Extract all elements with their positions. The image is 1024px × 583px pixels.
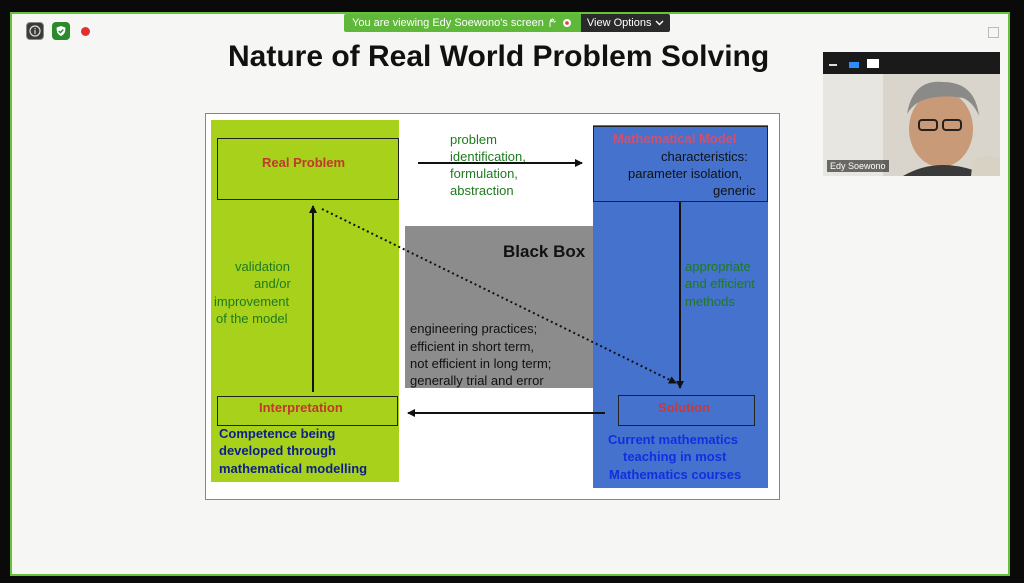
participant-name: Edy Soewono (827, 160, 889, 172)
viewing-message-text: You are viewing Edy Soewono's screen (352, 17, 544, 29)
shield-icon[interactable] (52, 22, 70, 40)
solution-box (618, 395, 755, 426)
methods-label-2: and efficient (685, 276, 755, 291)
chevron-down-icon (655, 20, 664, 26)
viewing-message: You are viewing Edy Soewono's screen (344, 14, 581, 32)
real-problem-box (217, 138, 399, 200)
screen-share-banner: You are viewing Edy Soewono's screen Vie… (344, 14, 671, 32)
solution-label: Solution (658, 400, 710, 415)
arrow-label-2: identification, (450, 149, 526, 164)
window-corner-icon[interactable] (988, 27, 999, 38)
current-math-line-3: Mathematics courses (609, 467, 742, 482)
real-problem-label: Real Problem (262, 155, 346, 170)
eye-icon (562, 19, 571, 27)
slide-title: Nature of Real World Problem Solving (228, 40, 770, 73)
window-icon[interactable] (867, 59, 879, 68)
competence-line-1: Competence being (219, 426, 336, 441)
view-options-label: View Options (586, 17, 652, 29)
minimize-icon[interactable] (829, 64, 837, 66)
arrow-label-1: problem (450, 132, 497, 147)
methods-label-1: appropriate (685, 259, 751, 274)
validation-label-3: improvement (214, 294, 290, 309)
interpretation-box (217, 396, 398, 426)
math-model-desc-3: generic (713, 183, 756, 198)
arrow-label-4: abstraction (450, 183, 514, 198)
math-model-title: Mathematical Model (613, 131, 737, 146)
participant-video[interactable]: Edy Soewono (823, 52, 1000, 176)
validation-label-1: validation (235, 259, 290, 274)
camera-icon[interactable] (849, 62, 859, 68)
validation-label-4: of the model (216, 311, 288, 326)
black-box-desc-2: efficient in short term, (410, 339, 535, 354)
current-math-line-2: teaching in most (623, 449, 727, 464)
validation-label-2: and/or (254, 276, 291, 291)
arrow-label-3: formulation, (450, 166, 518, 181)
methods-label-3: methods (685, 294, 735, 309)
black-box-desc-4: generally trial and error (410, 373, 544, 388)
competence-line-3: mathematical modelling (219, 461, 368, 476)
black-box-desc-3: not efficient in long term; (410, 356, 552, 371)
black-box-title: Black Box (503, 242, 586, 261)
current-math-line-1: Current mathematics (608, 432, 739, 447)
black-box-desc-1: engineering practices; (410, 321, 538, 336)
view-options-button[interactable]: View Options (580, 14, 671, 32)
math-model-box (593, 126, 768, 202)
participant-photo (823, 74, 1000, 176)
info-icon[interactable] (26, 22, 44, 40)
math-model-desc-2: parameter isolation, (628, 166, 743, 181)
hand-icon (549, 18, 556, 27)
interpretation-label: Interpretation (259, 400, 343, 415)
video-toolbar (823, 52, 1000, 74)
recording-dot-icon (81, 27, 90, 36)
math-model-desc-1: characteristics: (661, 149, 748, 164)
competence-line-2: developed through (219, 443, 336, 458)
